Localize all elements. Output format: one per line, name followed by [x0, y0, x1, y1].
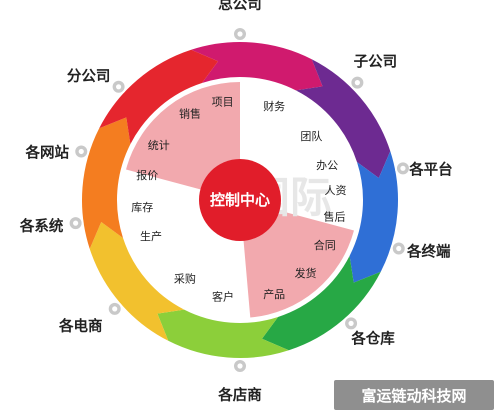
- outer-node: 各店商: [217, 358, 262, 404]
- ring-segment: [349, 151, 399, 283]
- inner-item-label: 团队: [300, 129, 322, 143]
- watermark: 富运链动科技网: [334, 380, 494, 410]
- inner-item-label: 产品: [263, 287, 285, 301]
- inner-item-label: 统计: [148, 139, 170, 152]
- inner-item-label: 人资: [324, 184, 346, 197]
- inner-item-label: 销售: [179, 106, 201, 120]
- inner-item-label: 项目: [212, 96, 234, 109]
- outer-node: 各终端: [390, 240, 451, 261]
- location-pin-dot: [354, 80, 360, 86]
- color-ring: [82, 42, 399, 358]
- inner-item-label: 办公: [316, 159, 338, 172]
- outer-node-label: 各仓库: [350, 329, 395, 347]
- outer-node-label: 各系统: [19, 217, 64, 235]
- outer-node: 子公司: [349, 54, 398, 91]
- outer-node: 各平台: [394, 160, 453, 178]
- outer-node-label: 各电商: [58, 317, 103, 335]
- inner-item-label: 财务: [263, 99, 285, 113]
- outer-node-label: 各网站: [25, 143, 70, 161]
- outer-node-label: 各平台: [408, 160, 453, 178]
- ring-segment: [191, 42, 323, 91]
- inner-item-label: 采购: [174, 272, 196, 286]
- outer-node: 各网站: [25, 143, 90, 161]
- outer-node: 各仓库: [343, 315, 395, 347]
- location-pin-dot: [237, 363, 243, 369]
- ring-segment: [82, 117, 131, 249]
- inner-item-label: 发货: [295, 266, 317, 280]
- control-center: 控制中心: [199, 159, 281, 241]
- center-label: 控制中心: [210, 191, 270, 209]
- pink-wedge: [126, 82, 240, 200]
- ring-segment: [89, 221, 185, 341]
- inner-item-label: 客户: [212, 290, 234, 304]
- location-pin-dot: [400, 165, 406, 171]
- location-pin-dot: [396, 245, 402, 252]
- location-pin-dot: [237, 31, 243, 37]
- watermark-background: [334, 380, 494, 410]
- outer-node: 各系统: [19, 215, 84, 235]
- location-pin-dot: [78, 148, 84, 155]
- outer-node-label: 分公司: [67, 68, 111, 85]
- outer-node: 各电商: [58, 300, 123, 335]
- ring-segment: [157, 309, 289, 358]
- ring-segment: [261, 255, 381, 351]
- outer-node-label: 各终端: [406, 243, 451, 261]
- watermark-text: 富运链动科技网: [361, 387, 466, 405]
- outer-node-label: 总公司: [218, 0, 262, 13]
- location-pin-dot: [348, 320, 354, 326]
- outer-node-label: 各店商: [217, 386, 262, 404]
- location-pin-dot: [112, 306, 118, 312]
- outer-node-label: 子公司: [354, 54, 398, 71]
- outer-node: 总公司: [218, 0, 262, 42]
- ring-segment: [295, 59, 391, 179]
- location-pin-dot: [73, 220, 79, 226]
- center-circle: [199, 159, 281, 241]
- inner-item-label: 生产: [140, 229, 162, 243]
- inner-item-label: 报价: [136, 168, 158, 182]
- ring-segment: [99, 49, 219, 145]
- location-pin-dot: [115, 84, 122, 90]
- outer-node: 分公司: [67, 68, 127, 95]
- inner-item-label: 库存: [131, 200, 153, 214]
- inner-item-label: 合同: [314, 238, 336, 252]
- inner-item-label: 售后: [324, 210, 346, 224]
